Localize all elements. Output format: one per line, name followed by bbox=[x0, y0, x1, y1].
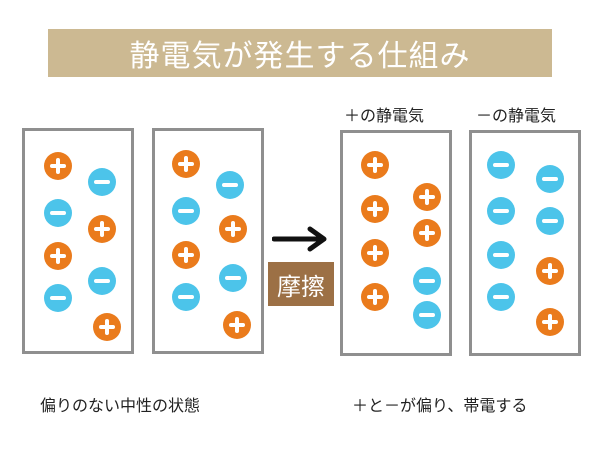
minus-static-label: －の静電気 bbox=[476, 106, 557, 125]
plus-charge-icon bbox=[536, 308, 564, 336]
plus-charge-icon bbox=[44, 152, 72, 180]
plus-charge-icon bbox=[413, 219, 441, 247]
title-banner: 静電気が発生する仕組み bbox=[48, 29, 552, 77]
minus-charge-icon bbox=[487, 151, 515, 179]
minus-charge-icon bbox=[487, 241, 515, 269]
minus-charge-icon bbox=[88, 168, 116, 196]
neutral-panel-2 bbox=[152, 128, 264, 354]
plus-charge-icon bbox=[361, 283, 389, 311]
negative-panel bbox=[469, 130, 581, 356]
plus-charge-icon bbox=[361, 239, 389, 267]
plus-charge-icon bbox=[219, 215, 247, 243]
minus-charge-icon bbox=[44, 284, 72, 312]
arrow-right-icon bbox=[272, 226, 327, 252]
minus-charge-icon bbox=[413, 301, 441, 329]
minus-charge-icon bbox=[44, 199, 72, 227]
neutral-caption: 偏りのない中性の状態 bbox=[40, 396, 201, 415]
plus-charge-icon bbox=[361, 195, 389, 223]
minus-charge-icon bbox=[536, 207, 564, 235]
minus-charge-icon bbox=[536, 165, 564, 193]
friction-label: 摩擦 bbox=[277, 272, 325, 301]
plus-charge-icon bbox=[361, 151, 389, 179]
minus-charge-icon bbox=[172, 283, 200, 311]
plus-charge-icon bbox=[536, 257, 564, 285]
plus-charge-icon bbox=[223, 311, 251, 339]
plus-charge-icon bbox=[172, 150, 200, 178]
minus-charge-icon bbox=[487, 283, 515, 311]
plus-static-label: ＋の静電気 bbox=[344, 106, 425, 125]
neutral-panel-1 bbox=[22, 128, 134, 354]
positive-panel bbox=[340, 130, 452, 356]
minus-charge-icon bbox=[219, 264, 247, 292]
plus-charge-icon bbox=[172, 241, 200, 269]
charged-caption: ＋と－が偏り、帯電する bbox=[352, 396, 528, 415]
diagram-title: 静電気が発生する仕組み bbox=[129, 39, 471, 74]
plus-charge-icon bbox=[88, 215, 116, 243]
friction-label-box: 摩擦 bbox=[268, 262, 334, 306]
minus-charge-icon bbox=[216, 171, 244, 199]
plus-charge-icon bbox=[413, 183, 441, 211]
minus-charge-icon bbox=[88, 267, 116, 295]
minus-charge-icon bbox=[413, 267, 441, 295]
minus-charge-icon bbox=[487, 197, 515, 225]
plus-charge-icon bbox=[44, 242, 72, 270]
minus-charge-icon bbox=[172, 197, 200, 225]
plus-charge-icon bbox=[93, 313, 121, 341]
